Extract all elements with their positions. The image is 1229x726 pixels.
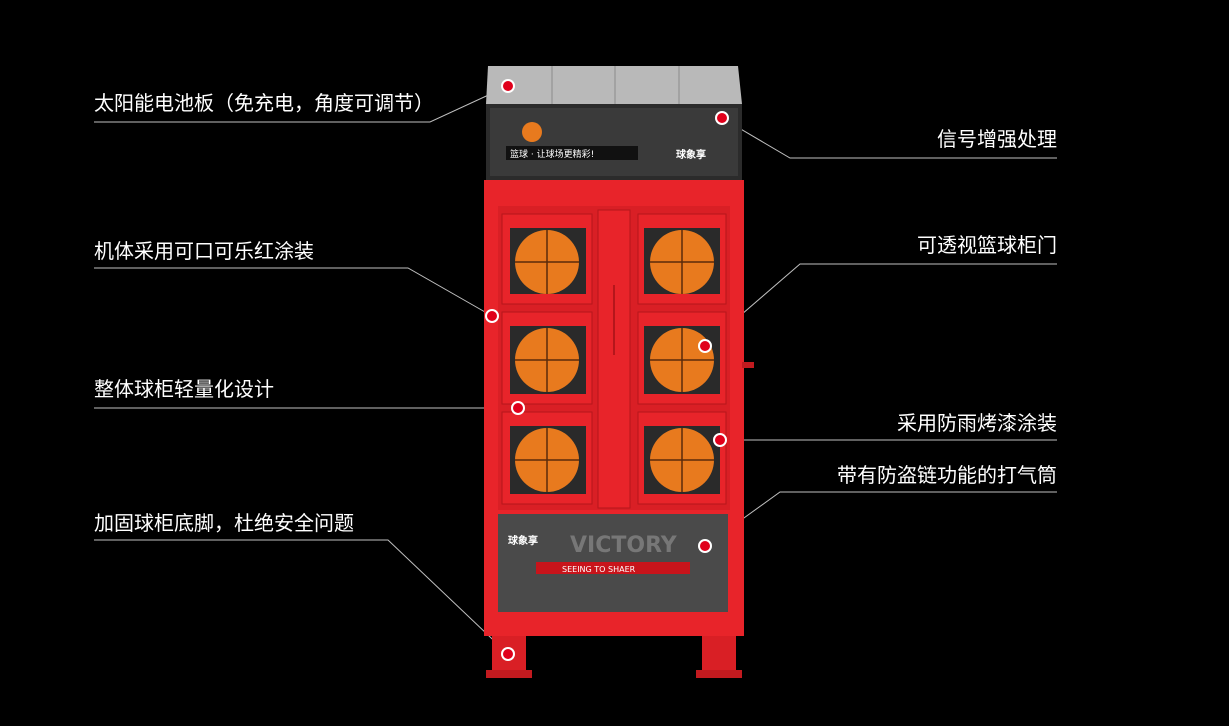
label-lightweight: 整体球柜轻量化设计: [94, 379, 274, 401]
marker-signal: [715, 111, 729, 125]
bottom-panel-victory: VICTORY: [570, 533, 678, 558]
bottom-panel: VICTORY SEEING TO SHAER 球象享: [498, 514, 728, 612]
marker-lightweight: [511, 401, 525, 415]
line-feet: [94, 539, 509, 655]
top-banner-text: 篮球 · 让球场更精彩!: [510, 148, 594, 160]
label-transparent-door: 可透视篮球柜门: [917, 235, 1057, 257]
label-signal: 信号增强处理: [937, 129, 1057, 151]
bottom-panel-logo: 球象享: [508, 534, 538, 547]
solar-panel: [486, 66, 742, 104]
marker-transparent: [698, 339, 712, 353]
cabinet-feet: [486, 636, 742, 678]
bottom-panel-slogan: SEEING TO SHAER: [562, 565, 636, 574]
label-pump: 带有防盗链功能的打气筒: [837, 465, 1057, 487]
label-rainproof: 采用防雨烤漆涂装: [897, 413, 1057, 435]
line-signal: [721, 117, 1057, 159]
line-coke-red: [94, 267, 493, 317]
line-solar: [94, 85, 509, 123]
marker-feet: [501, 647, 515, 661]
label-coke-red: 机体采用可口可乐红涂装: [94, 241, 314, 263]
marker-pump: [698, 539, 712, 553]
marker-solar: [501, 79, 515, 93]
top-banner: 篮球 · 让球场更精彩! 球象享: [486, 104, 742, 180]
marker-rainproof: [713, 433, 727, 447]
marker-coke-red: [485, 309, 499, 323]
top-banner-logo: 球象享: [676, 148, 706, 161]
label-feet: 加固球柜底脚，杜绝安全问题: [94, 513, 354, 535]
label-solar-panel: 太阳能电池板（免充电，角度可调节）: [94, 93, 434, 115]
